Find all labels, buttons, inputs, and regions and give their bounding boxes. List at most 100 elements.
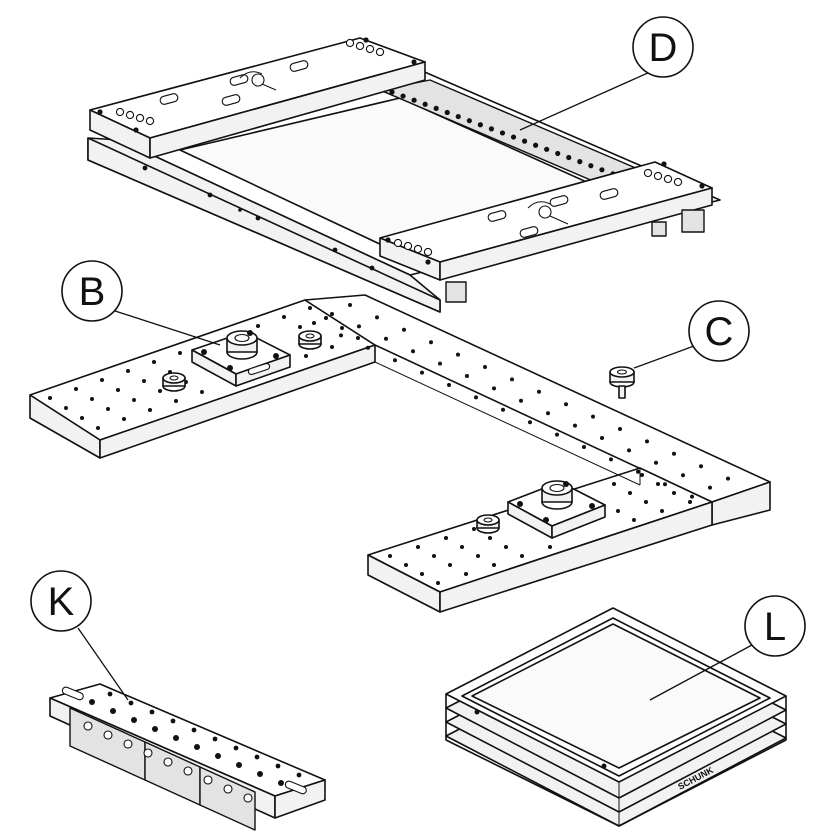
hole — [170, 718, 176, 724]
frame-foot — [445, 281, 467, 303]
hole — [654, 460, 658, 465]
hole — [275, 763, 281, 769]
hole — [152, 360, 156, 364]
hole — [416, 545, 420, 549]
hole — [330, 345, 334, 349]
hole — [304, 354, 308, 358]
hole — [726, 476, 730, 481]
hole — [466, 118, 472, 124]
hole — [429, 340, 433, 345]
hole — [504, 545, 508, 549]
hole — [612, 482, 616, 486]
clamping-pins-on-plate — [162, 330, 500, 534]
hole — [324, 316, 328, 320]
hole — [215, 753, 221, 759]
rail-k-holes — [83, 691, 302, 803]
hole — [74, 387, 78, 391]
hole — [236, 762, 242, 768]
callout-label-c: C — [705, 310, 734, 354]
hole — [436, 581, 440, 585]
hole — [483, 365, 487, 369]
hole — [257, 771, 263, 777]
hole — [672, 451, 676, 456]
hole — [149, 709, 155, 715]
hole — [194, 744, 200, 750]
hole — [448, 563, 452, 567]
hole — [528, 420, 532, 425]
hole — [546, 411, 550, 416]
hole — [640, 473, 644, 477]
callout-b: B — [61, 260, 221, 346]
hole — [174, 399, 178, 403]
hole — [107, 691, 113, 697]
hole — [645, 439, 649, 444]
hole — [356, 336, 360, 340]
hole — [433, 105, 439, 111]
hole — [456, 352, 460, 357]
clamping-pin-c — [609, 366, 635, 399]
hole — [296, 772, 302, 778]
hole — [348, 303, 352, 307]
hole — [183, 766, 193, 776]
hole — [106, 407, 110, 411]
hole — [627, 448, 631, 453]
hole — [158, 389, 162, 393]
hole — [357, 324, 361, 329]
hole — [308, 306, 312, 310]
endplate-center-hub — [239, 71, 569, 225]
hole — [681, 473, 685, 478]
l-shaped-base-plate — [29, 294, 771, 613]
hole — [660, 509, 664, 513]
hole — [278, 780, 284, 786]
hole — [366, 345, 370, 350]
hole — [544, 146, 550, 152]
hole — [152, 726, 158, 732]
hole — [699, 464, 703, 469]
hole — [533, 142, 539, 148]
zero-point-clamp-module — [507, 480, 606, 539]
hole — [203, 775, 213, 785]
callout-c: C — [633, 300, 750, 369]
hole — [564, 402, 568, 407]
hole — [389, 89, 395, 95]
hole — [388, 554, 392, 558]
hole — [243, 793, 253, 803]
hole — [330, 312, 334, 316]
hole — [103, 730, 113, 740]
callout-k: K — [30, 570, 129, 701]
zero-point-clamp-module-b — [191, 330, 291, 387]
frame-front-rail-face — [87, 137, 441, 313]
hole — [90, 397, 94, 401]
hole — [298, 325, 302, 329]
hole — [83, 721, 93, 731]
hole — [340, 326, 344, 330]
hole — [173, 735, 179, 741]
hole — [492, 563, 496, 567]
callout-label-d: D — [649, 26, 678, 70]
hole — [609, 457, 613, 462]
callout-label-l: L — [764, 605, 786, 649]
hole — [123, 739, 133, 749]
hole — [122, 417, 126, 421]
hole — [618, 427, 622, 431]
hole — [212, 736, 218, 742]
hole — [393, 358, 397, 363]
hole — [501, 407, 505, 412]
hole — [690, 494, 694, 499]
hole — [89, 699, 95, 705]
hole — [110, 708, 116, 714]
hole — [339, 333, 343, 338]
hole — [282, 315, 286, 319]
hole — [432, 554, 436, 558]
hole — [474, 395, 478, 400]
hole — [131, 717, 137, 723]
hole — [656, 482, 660, 486]
hole — [555, 432, 559, 437]
hole — [384, 336, 388, 341]
frame-foot — [681, 209, 705, 233]
callout-label-k: K — [48, 580, 75, 624]
hole — [402, 327, 406, 332]
hole — [143, 748, 153, 758]
hole — [582, 445, 586, 449]
